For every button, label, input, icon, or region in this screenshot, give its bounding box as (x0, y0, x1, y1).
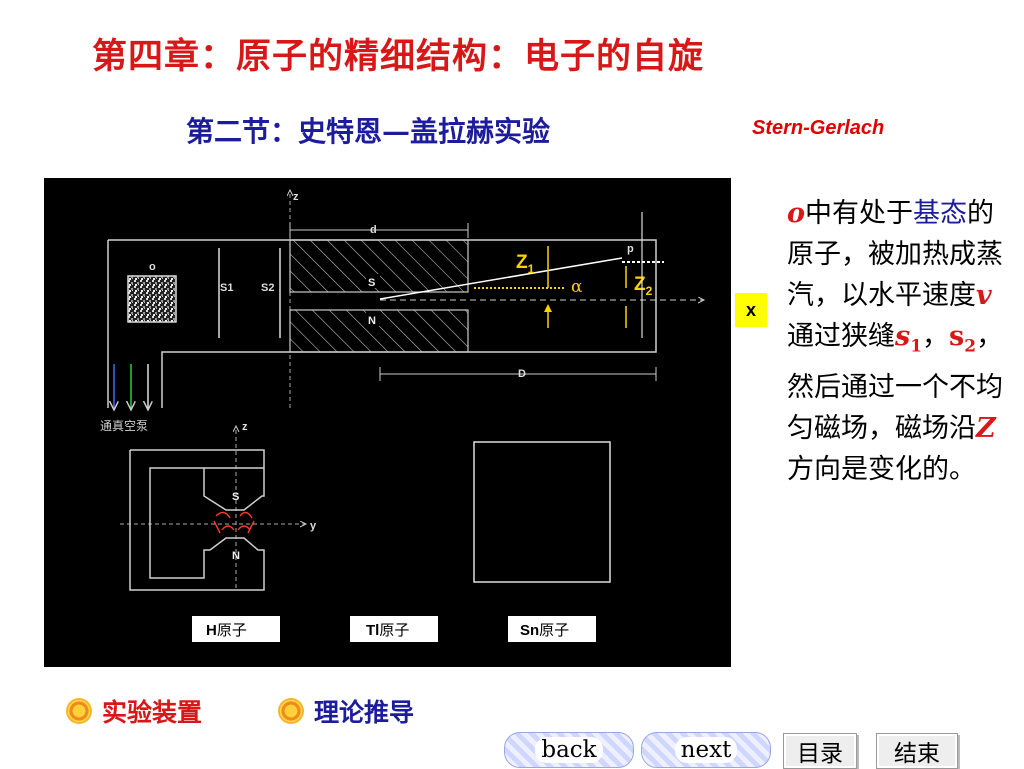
label-tl-atom: Tl原子 (366, 621, 409, 639)
next-button[interactable]: next (641, 732, 771, 768)
label-z-top: z (293, 191, 299, 203)
label-d: d (370, 224, 377, 236)
tube-outline (107, 239, 657, 408)
label-sn-atom: Sn原子 (520, 621, 569, 639)
label-pump: 通真空泵 (100, 419, 148, 433)
menu-button[interactable]: 目录 (783, 733, 857, 769)
label-p: p (627, 243, 634, 255)
label-h-atom: H原子 (206, 621, 247, 639)
label-alpha: α (571, 277, 583, 297)
label-s1: S1 (220, 282, 233, 294)
subtitle-english: Stern-Gerlach (752, 117, 885, 139)
sun-icon (280, 700, 302, 722)
label-y: y (310, 520, 317, 532)
sn-screen (473, 441, 611, 583)
label-lower-n: N (232, 550, 240, 562)
label-D: D (518, 368, 526, 380)
stern-gerlach-diagram: o S1 S2 z d S N α Z1 Z2 (44, 178, 731, 667)
sun-icon (68, 700, 90, 722)
theory-link[interactable]: 理论推导 (280, 693, 414, 729)
label-z-bottom: z (242, 421, 248, 433)
oven-source (127, 275, 177, 323)
section-subtitle: 第二节：史特恩—盖拉赫实验 (186, 115, 551, 148)
description-text: o中有处于基态的原子，被加热成蒸汽，以水平速度v通过狭缝s1，s2，然后通过一个… (787, 198, 1004, 486)
label-z2: Z2 (634, 274, 653, 298)
label-o: o (149, 261, 156, 273)
back-button[interactable]: back (504, 732, 634, 768)
label-z1: Z1 (516, 252, 535, 276)
end-button[interactable]: 结束 (876, 733, 958, 769)
label-lower-s: S (232, 491, 239, 503)
deflected-beam (379, 257, 623, 300)
x-axis-tag: x (735, 293, 767, 327)
label-magnet-n: N (368, 315, 376, 327)
page-title: 第四章：原子的精细结构：电子的自旋 (92, 36, 705, 77)
apparatus-link[interactable]: 实验装置 (68, 693, 202, 729)
label-magnet-s: S (368, 277, 375, 289)
label-s2: S2 (261, 282, 274, 294)
field-lines (213, 511, 255, 534)
